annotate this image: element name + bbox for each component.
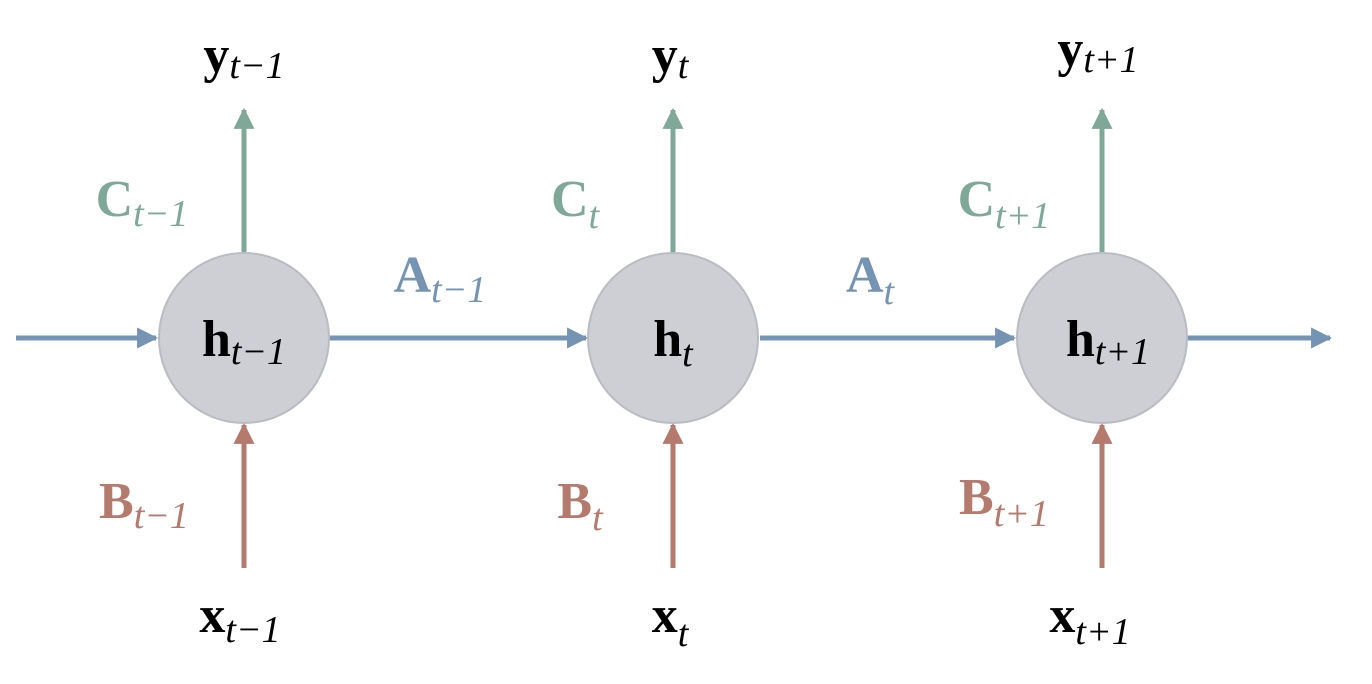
hidden-state-node-2 (587, 252, 759, 424)
hidden-state-node-3 (1016, 252, 1188, 424)
input-label-1: xt−1 (199, 587, 280, 651)
hidden-state-label-3: ht+1 (1066, 311, 1150, 373)
input-label-3: xt+1 (1049, 587, 1130, 653)
output-label-3: yt+1 (1057, 21, 1138, 81)
output-arrows (233, 107, 1113, 252)
input-matrix-label-3: Bt+1 (959, 469, 1049, 535)
transition-label-1: At−1 (394, 247, 487, 311)
input-matrix-label-2: Bt (557, 473, 604, 539)
output-matrix-label-3: Ct+1 (958, 171, 1051, 237)
hidden-state-label-2: ht (653, 311, 694, 375)
input-label-2: xt (652, 587, 690, 655)
output-matrix-label-1: Ct−1 (96, 171, 189, 235)
hidden-state-node-1 (158, 252, 330, 424)
input-arrows (233, 422, 1113, 568)
output-matrix-label-2: Ct (551, 171, 601, 237)
output-label-1: yt−1 (203, 27, 284, 87)
input-matrix-label-1: Bt−1 (99, 473, 189, 537)
transition-label-2: At (846, 247, 896, 313)
output-label-2: yt (652, 27, 690, 87)
hidden-state-nodes (158, 252, 1188, 424)
hidden-state-label-1: ht−1 (202, 311, 286, 373)
